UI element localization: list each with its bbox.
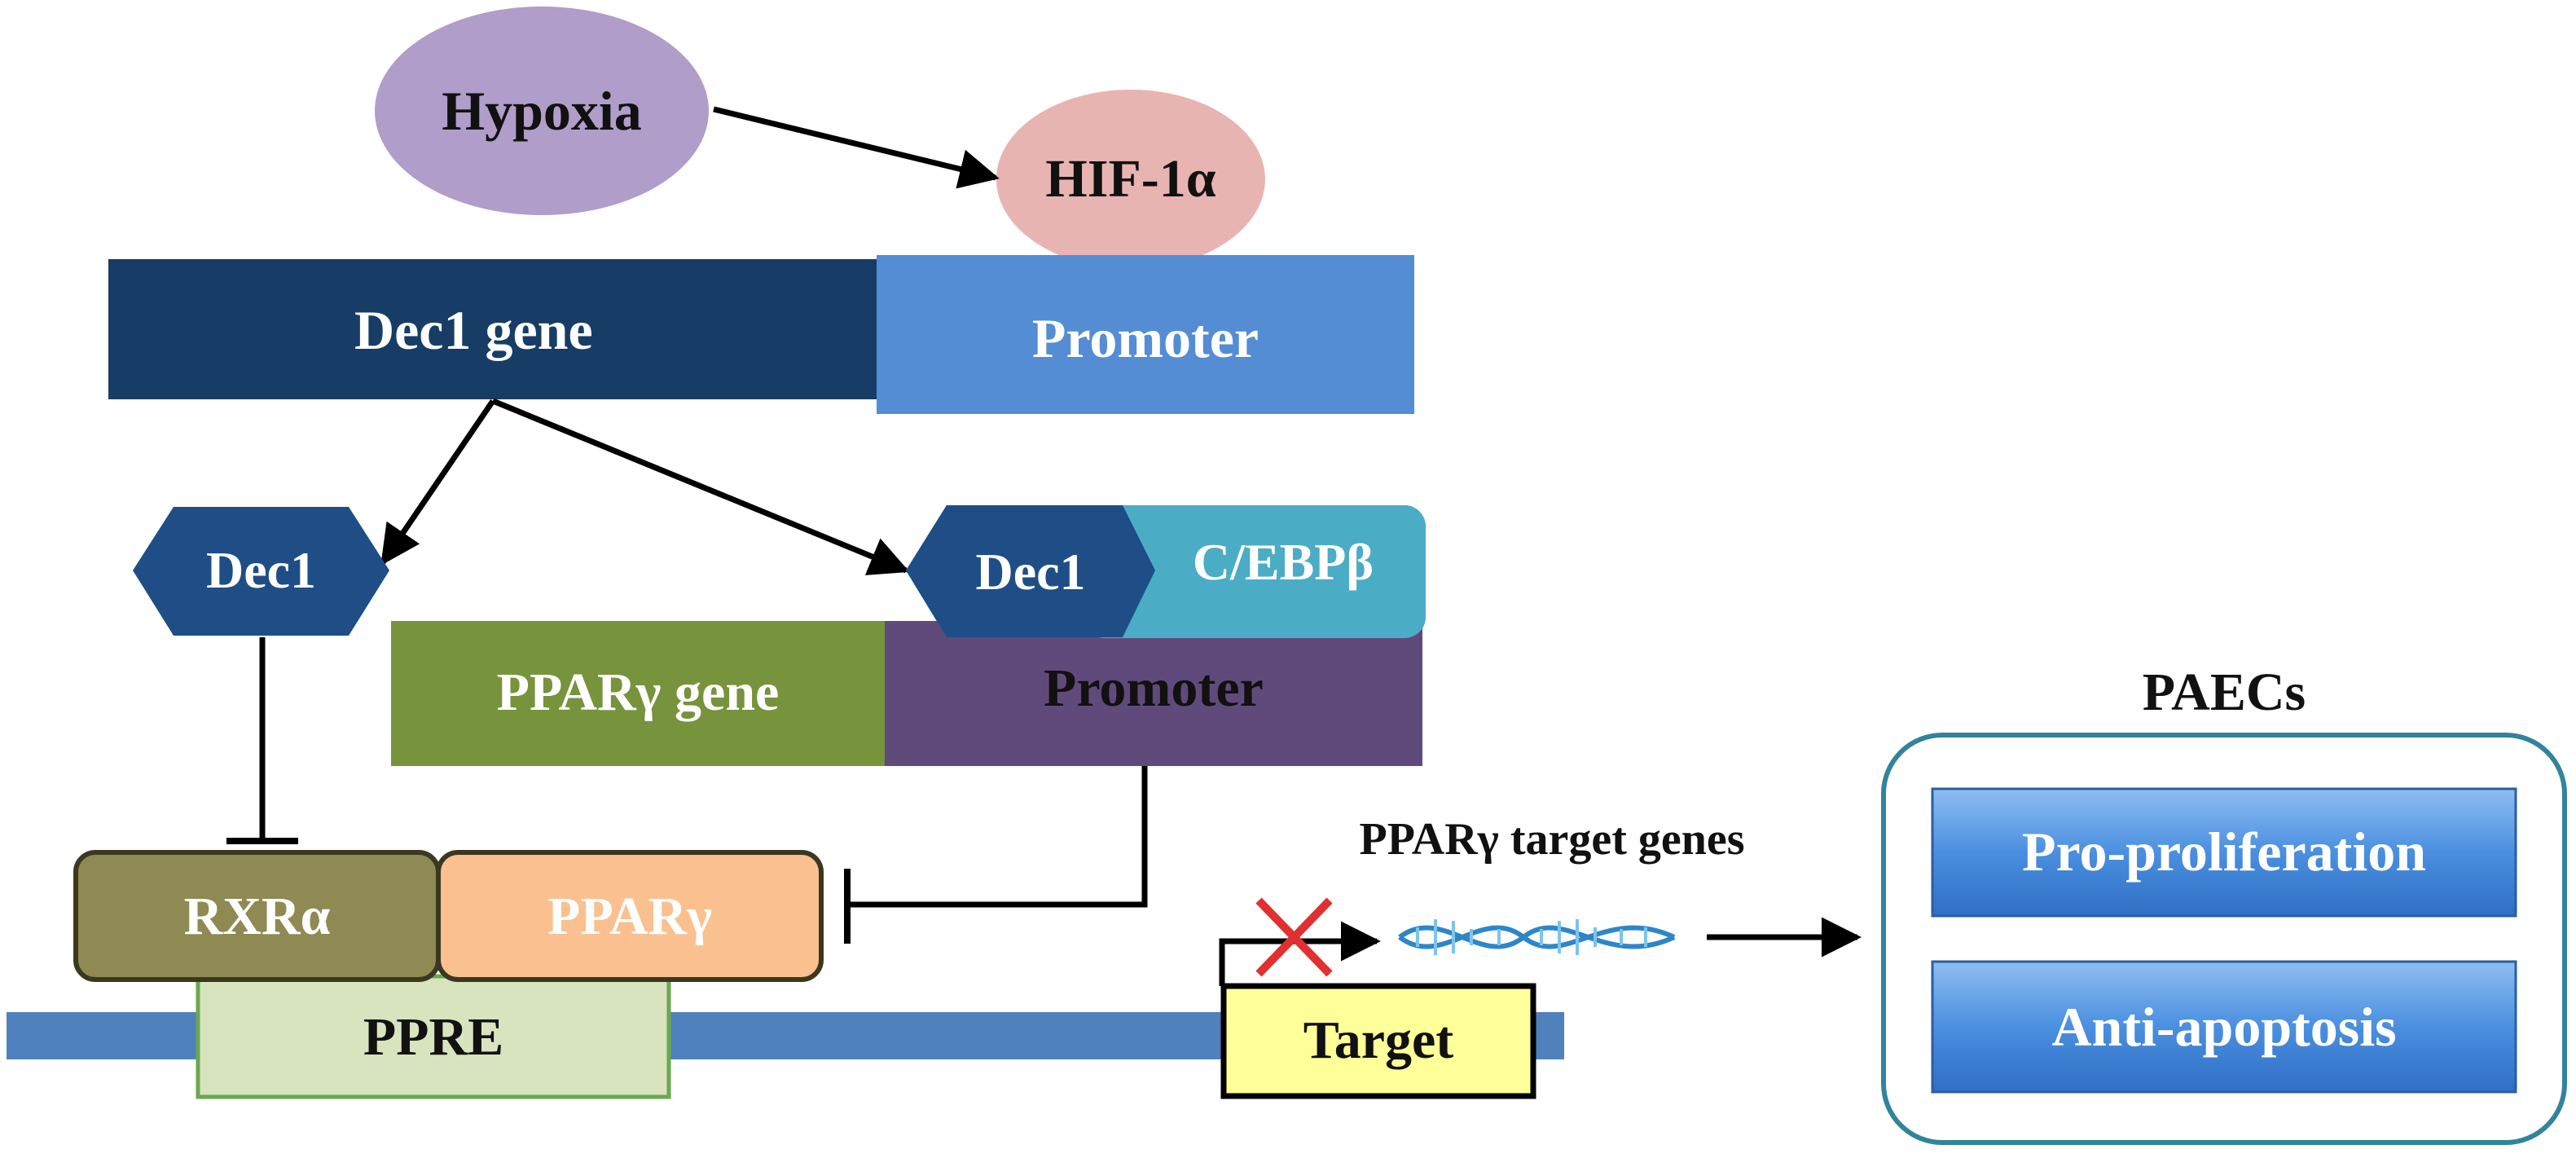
dna-helix-icon: [1398, 925, 1676, 949]
ppre-label: PPRE: [363, 1007, 504, 1067]
dec1-left-hexagon: [133, 507, 389, 636]
arrow-hypoxia-to-hif1a: [713, 106, 1000, 189]
ppre-box: [196, 974, 671, 1099]
hif1a-node: [996, 90, 1265, 269]
dec1-promoter-label: Promoter: [1031, 306, 1259, 369]
pparg-promoter-bar: [885, 621, 1422, 766]
arrow-dec1gene-to-dec1: [380, 399, 495, 566]
dec1-left-label: Dec1: [205, 541, 317, 599]
hypoxia-label: Hypoxia: [442, 79, 642, 142]
pparg-label: PPARγ: [547, 887, 712, 946]
dec1-promoter-bar: [877, 255, 1414, 414]
dna-helix-rungs: [1416, 919, 1647, 955]
blocked-x-mark-b: [1255, 897, 1333, 977]
dec1-gene-label: Dec1 gene: [354, 298, 593, 361]
hif1a-label: HIF-1α: [1045, 149, 1216, 209]
pro-proliferation-box: [1931, 787, 2517, 918]
transcription-start-arrow: [1219, 921, 1381, 986]
anti-apoptosis-label: Anti-apoptosis: [2051, 995, 2397, 1058]
dec1-complex-label: Dec1: [975, 543, 1086, 601]
target-label: Target: [1303, 1010, 1454, 1070]
paecs-title: PAECs: [2142, 663, 2306, 722]
pparg-gene-bar: [391, 621, 885, 766]
cebpb-label: C/EBPβ: [1192, 533, 1374, 591]
pparg-box: [436, 850, 824, 982]
pro-proliferation-label: Pro-proliferation: [2021, 820, 2427, 883]
cebpb-box-overlay: [1084, 505, 1426, 638]
rxra-label: RXRα: [183, 887, 331, 946]
dec1-complex-hexagon-overlay: [906, 505, 1155, 637]
target-box: [1220, 983, 1536, 1099]
inhibit-promoter-to-pparg: [849, 766, 1148, 908]
pparg-promoter-label: Promoter: [1044, 658, 1264, 718]
arrow-dec1gene-to-complex: [491, 398, 910, 575]
hypoxia-node: [375, 7, 709, 215]
dec1-gene-bar: [108, 259, 881, 399]
anti-apoptosis-box: [1931, 960, 2517, 1094]
target-genes-label: PPARγ target genes: [1359, 814, 1745, 865]
pparg-gene-label: PPARγ gene: [496, 663, 780, 722]
